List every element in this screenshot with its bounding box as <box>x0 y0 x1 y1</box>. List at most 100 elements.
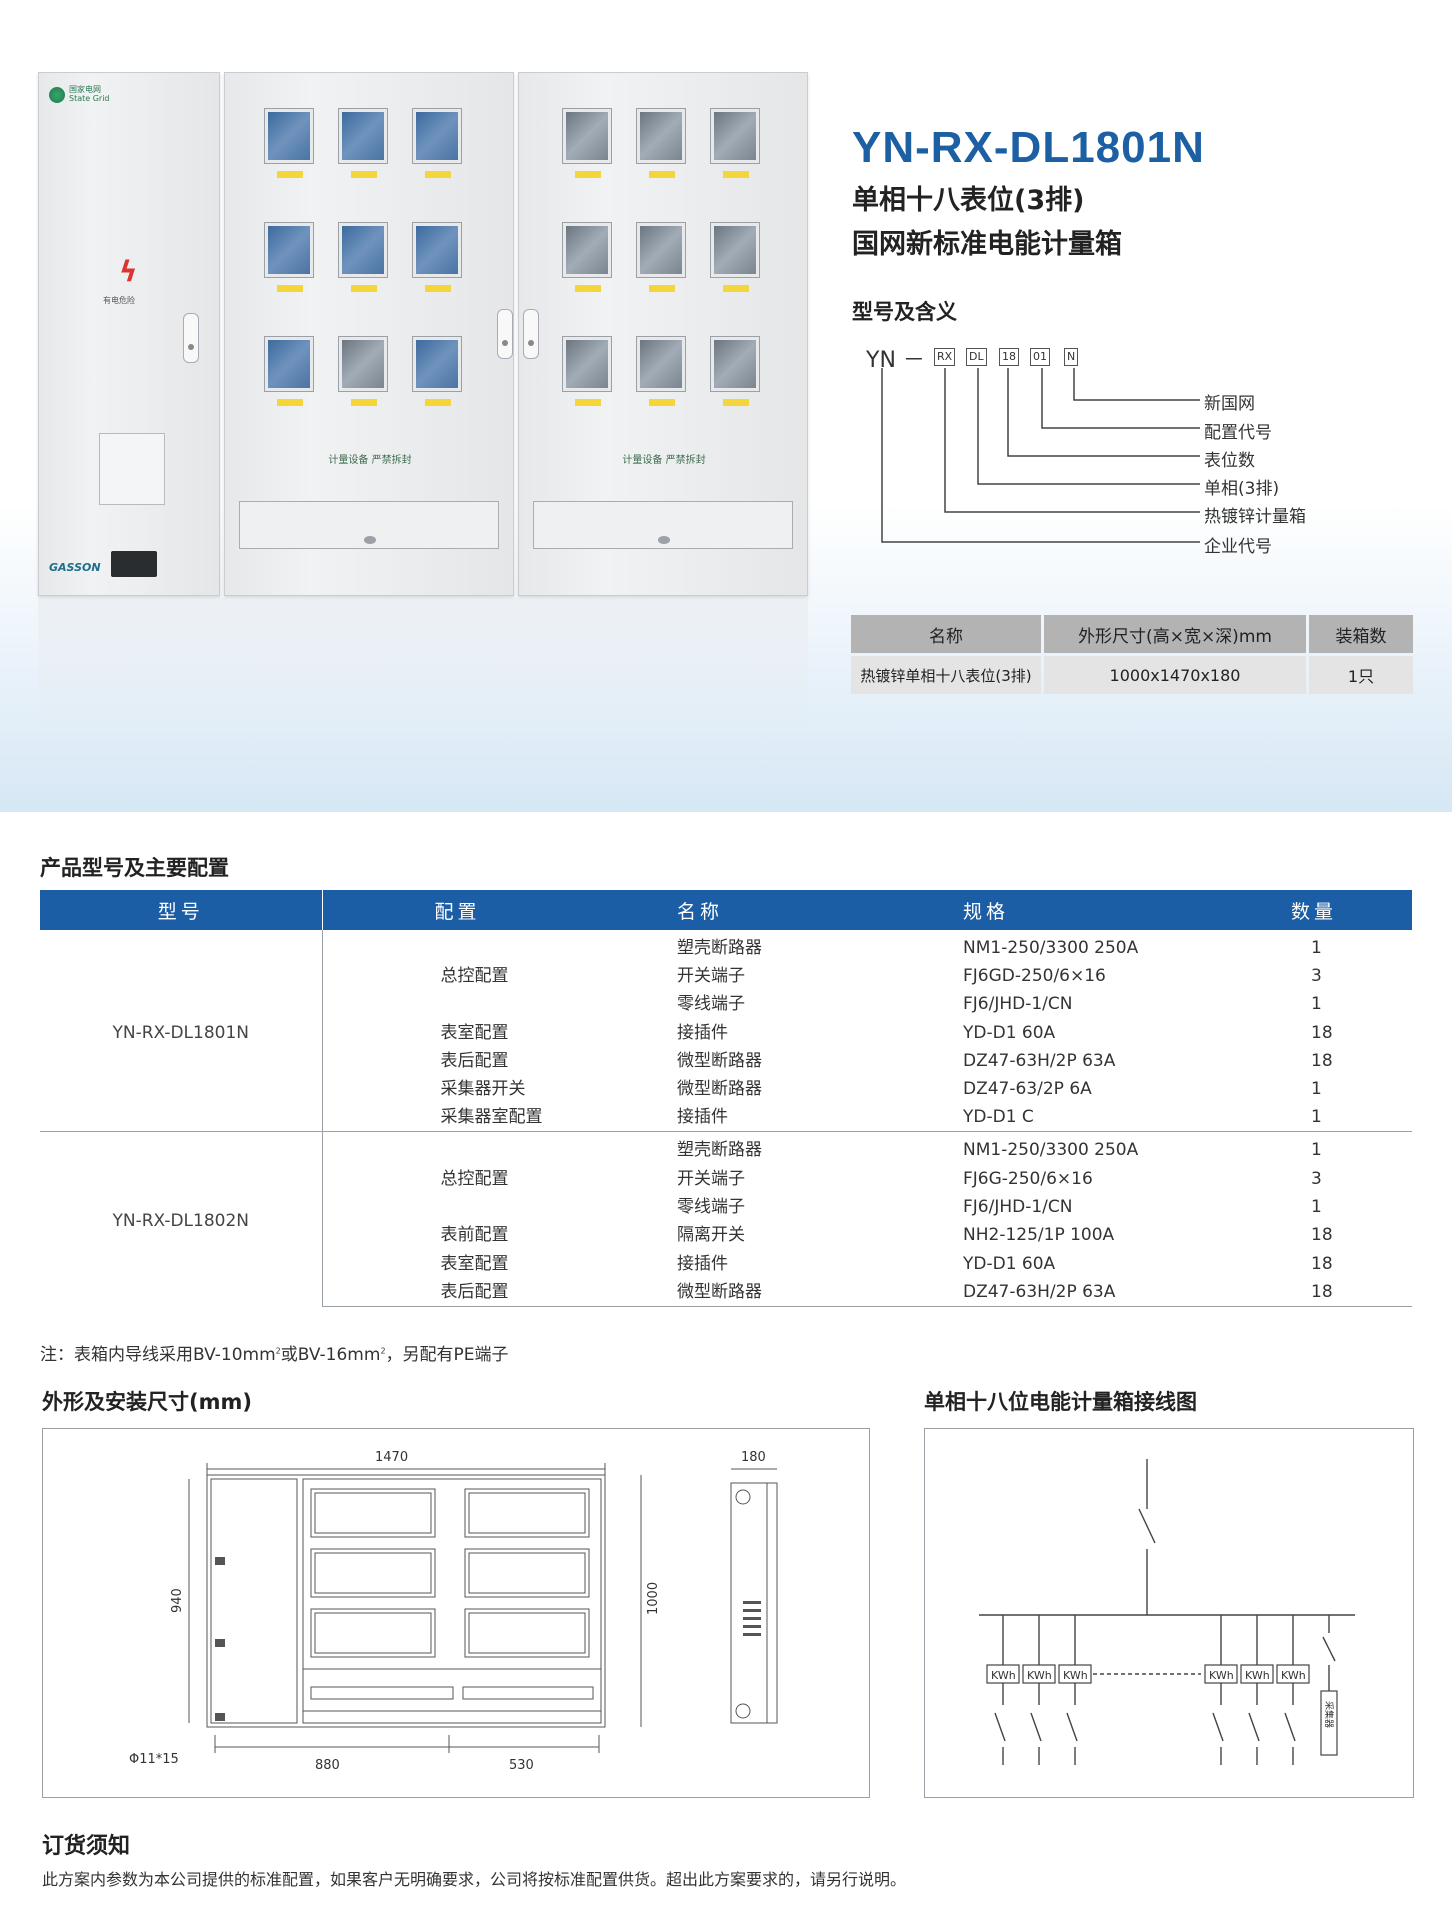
meter-tag <box>351 285 377 292</box>
config-header-name: 名称 <box>677 890 963 930</box>
meter-window <box>636 222 686 278</box>
meter-tag <box>425 399 451 406</box>
config-cell: 3 <box>1311 966 1322 987</box>
state-grid-logo-icon <box>49 87 65 103</box>
config-cell: 18 <box>1311 1051 1333 1072</box>
seal-label: 计量设备 严禁拆封 <box>328 455 412 466</box>
config-cell: 表后配置 <box>322 1277 677 1307</box>
wiring-diagram-panel: KWh KWh KWh KWh KWh KWh 采集器 <box>924 1428 1414 1798</box>
cabinet-meter-door-left: 计量设备 严禁拆封 <box>224 72 514 596</box>
config-cell: 表室配置 <box>440 1253 509 1274</box>
config-cell: FJ6/JHD-1/CN <box>963 994 1073 1015</box>
brand-logo: GASSON <box>49 561 101 574</box>
dim-width-left: 880 <box>315 1758 340 1773</box>
cabinet-reflection <box>38 598 808 738</box>
meter-tag <box>351 399 377 406</box>
logo-text-en: State Grid <box>69 94 110 103</box>
meter-tag <box>425 171 451 178</box>
wiring-heading: 单相十八位电能计量箱接线图 <box>924 1390 1197 1414</box>
config-cell: 表室配置 <box>440 1022 509 1043</box>
order-heading: 订货须知 <box>42 1834 131 1859</box>
meter-window <box>710 108 760 164</box>
config-cell: 18 <box>1311 1022 1333 1043</box>
spec-cell-size: 1000x1470x180 <box>1044 656 1306 694</box>
config-cell <box>322 930 677 962</box>
meter-window <box>562 108 612 164</box>
config-cell: 开关端子 <box>677 966 745 987</box>
dim-height-inner: 940 <box>170 1588 185 1613</box>
meter-tag <box>575 285 601 292</box>
config-cell <box>322 1193 677 1221</box>
dim-width-right: 530 <box>509 1758 534 1773</box>
model-meaning-connectors <box>881 368 1200 543</box>
dim-width-total: 1470 <box>375 1450 408 1465</box>
meter-window <box>338 222 388 278</box>
meaning-label-position-count: 表位数 <box>1204 451 1255 471</box>
meter-tag <box>277 399 303 406</box>
config-table: 型号 配置 名称 规格 数量 YN-RX-DL1801N 塑壳断路器 NM1-2… <box>40 890 1412 1307</box>
config-cell: DZ47-63H/2P 63A <box>963 1051 1116 1072</box>
config-model-cell: YN-RX-DL1802N <box>40 1131 323 1307</box>
cabinet-control-door: 国家电网 State Grid ϟ 有电危险 GASSON <box>38 72 220 596</box>
meter-window <box>710 336 760 392</box>
dimension-drawing-panel: 1470 180 940 1000 880 530 Φ11*15 <box>42 1428 870 1798</box>
config-cell: 隔离开关 <box>677 1225 745 1246</box>
meter-label: KWh <box>991 1669 1016 1682</box>
meter-window <box>562 336 612 392</box>
spec-table: 名称 外形尺寸(高×宽×深)mm 装箱数 热镀锌单相十八表位(3排) 1000x… <box>848 612 1416 697</box>
meter-tag <box>723 285 749 292</box>
config-cell: 接插件 <box>677 1253 728 1274</box>
product-subtitle-2: 国网新标准电能计量箱 <box>852 229 1122 260</box>
meter-label: KWh <box>1027 1669 1052 1682</box>
config-cell: 微型断路器 <box>677 1079 762 1100</box>
config-header-model: 型号 <box>40 890 323 930</box>
config-cell: 18 <box>1311 1253 1333 1274</box>
bottom-compartment <box>533 501 793 549</box>
meter-label: KWh <box>1245 1669 1270 1682</box>
config-cell: FJ6G-250/6×16 <box>963 1168 1093 1189</box>
config-cell: 接插件 <box>677 1022 728 1043</box>
config-cell: 18 <box>1263 1277 1412 1307</box>
dimension-heading: 外形及安装尺寸(mm) <box>42 1390 252 1414</box>
meter-tag <box>649 171 675 178</box>
nameplate <box>111 551 157 577</box>
meter-tag <box>575 399 601 406</box>
config-cell: 微型断路器 <box>677 1051 762 1072</box>
config-cell: 采集器开关 <box>440 1079 526 1100</box>
meter-window <box>710 222 760 278</box>
meter-label: KWh <box>1281 1669 1306 1682</box>
cabinet-meter-door-right: 计量设备 严禁拆封 <box>518 72 808 596</box>
meter-window <box>412 336 462 392</box>
config-cell: 表前配置 <box>440 1225 509 1246</box>
control-window <box>99 433 165 505</box>
config-cell: 零线端子 <box>677 994 745 1015</box>
spec-cell-pack: 1只 <box>1309 656 1413 694</box>
meter-tag <box>723 399 749 406</box>
code-box-01: 01 <box>1030 348 1050 366</box>
meaning-label-single-phase: 单相(3排) <box>1204 479 1280 499</box>
meter-label: KWh <box>1209 1669 1234 1682</box>
config-cell: 1 <box>1311 1107 1322 1128</box>
collector-label: 采集器 <box>1323 1701 1335 1728</box>
config-cell: YD-D1 60A <box>963 1022 1056 1043</box>
meter-tag <box>649 399 675 406</box>
code-box-dl: DL <box>966 348 987 366</box>
door-lock-icon <box>497 309 513 359</box>
model-meaning-heading: 型号及含义 <box>852 300 957 324</box>
meter-window <box>264 336 314 392</box>
config-header-spec: 规格 <box>963 890 1263 930</box>
meter-window <box>562 222 612 278</box>
dim-height-total: 1000 <box>646 1582 661 1615</box>
config-cell: 零线端子 <box>677 1196 745 1217</box>
config-cell: 3 <box>1311 1168 1322 1189</box>
dim-depth: 180 <box>741 1450 766 1465</box>
code-box-18: 18 <box>999 348 1019 366</box>
meter-window <box>338 108 388 164</box>
config-cell: 1 <box>1263 1131 1412 1165</box>
spec-header-name: 名称 <box>851 615 1041 653</box>
config-cell: 塑壳断路器 <box>677 1131 963 1165</box>
model-prefix: YN － <box>866 348 925 373</box>
meter-window <box>636 108 686 164</box>
meter-window <box>338 336 388 392</box>
meaning-label-company-code: 企业代号 <box>1204 537 1272 557</box>
